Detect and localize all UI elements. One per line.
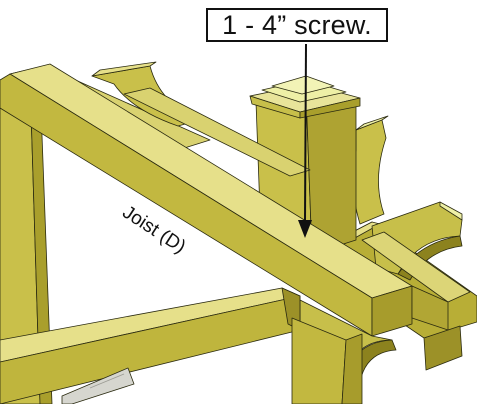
top-rail [123, 87, 311, 177]
screw-callout: 1 - 4” screw. [206, 8, 388, 42]
lower-left-beam [0, 287, 301, 404]
callout-arrow [298, 43, 312, 238]
post-cap [249, 75, 361, 119]
rear-joist [361, 231, 471, 331]
upper-right-bracket [352, 115, 389, 225]
paper-shim [61, 367, 135, 404]
screw-callout-text: 1 - 4” screw. [222, 9, 372, 40]
lower-post [291, 317, 363, 404]
